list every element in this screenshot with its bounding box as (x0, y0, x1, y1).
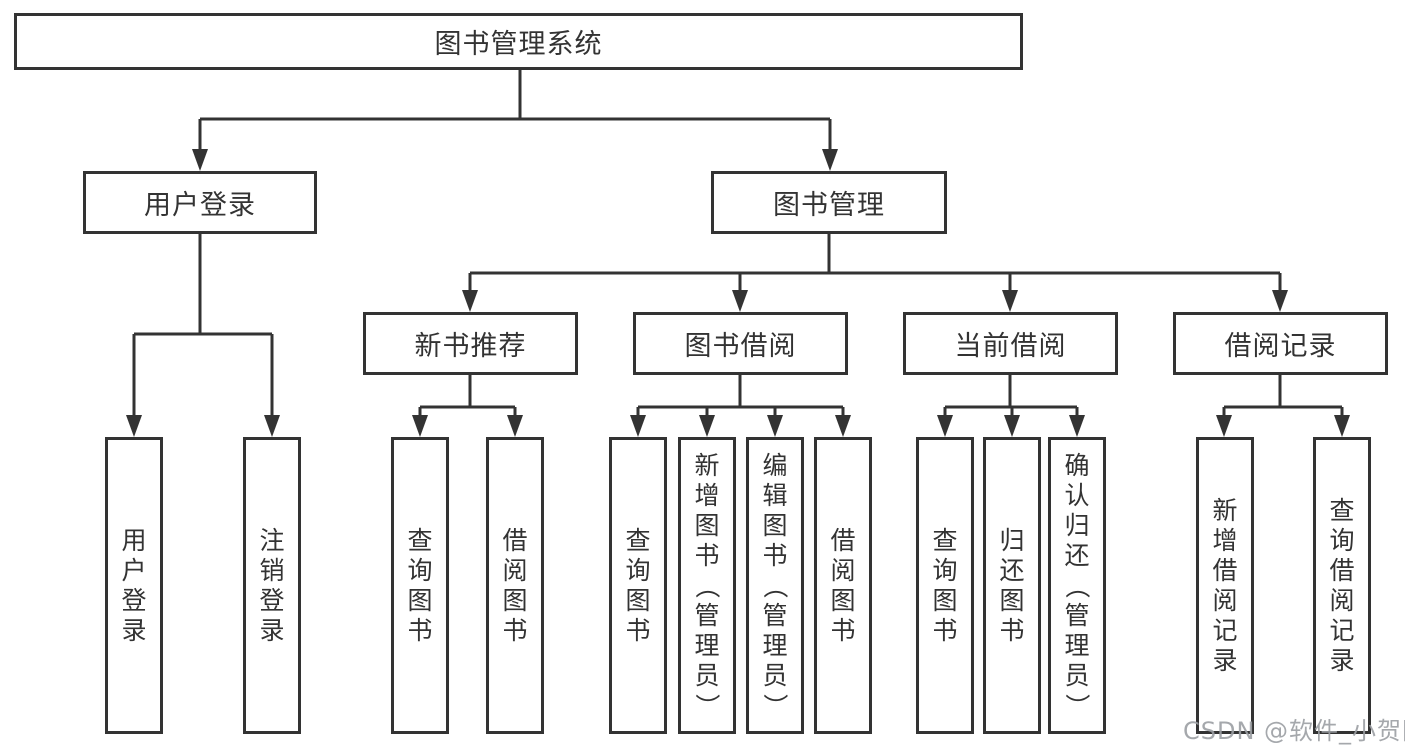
leaf-user-login: 用户登录 (105, 437, 163, 734)
tree-edges (132, 70, 1344, 418)
node-book-management: 图书管理 (711, 171, 947, 234)
leaf-edit-book-admin: 编辑图书（管理员） (746, 437, 804, 734)
leaf-query-book-3: 查询图书 (916, 437, 974, 734)
node-borrow-record: 借阅记录 (1173, 312, 1388, 375)
node-root: 图书管理系统 (14, 13, 1023, 70)
leaf-query-book-2: 查询图书 (609, 437, 667, 734)
leaf-borrow-book-2: 借阅图书 (814, 437, 872, 734)
watermark: CSDN @软件_小贺同学 (1183, 717, 1405, 745)
node-current-borrow: 当前借阅 (903, 312, 1118, 375)
leaf-add-borrow-record: 新增借阅记录 (1196, 437, 1254, 734)
leaf-query-book-1: 查询图书 (391, 437, 449, 734)
leaf-borrow-book-1: 借阅图书 (486, 437, 544, 734)
leaf-query-borrow-record: 查询借阅记录 (1313, 437, 1371, 734)
arrowheads (126, 149, 1350, 437)
node-new-book-recommend: 新书推荐 (363, 312, 578, 375)
leaf-confirm-return-admin: 确认归还（管理员） (1048, 437, 1106, 734)
leaf-add-book-admin: 新增图书（管理员） (678, 437, 736, 734)
node-user-login: 用户登录 (83, 171, 317, 234)
leaf-return-book: 归还图书 (983, 437, 1041, 734)
leaf-logout: 注销登录 (243, 437, 301, 734)
node-book-borrow: 图书借阅 (633, 312, 848, 375)
